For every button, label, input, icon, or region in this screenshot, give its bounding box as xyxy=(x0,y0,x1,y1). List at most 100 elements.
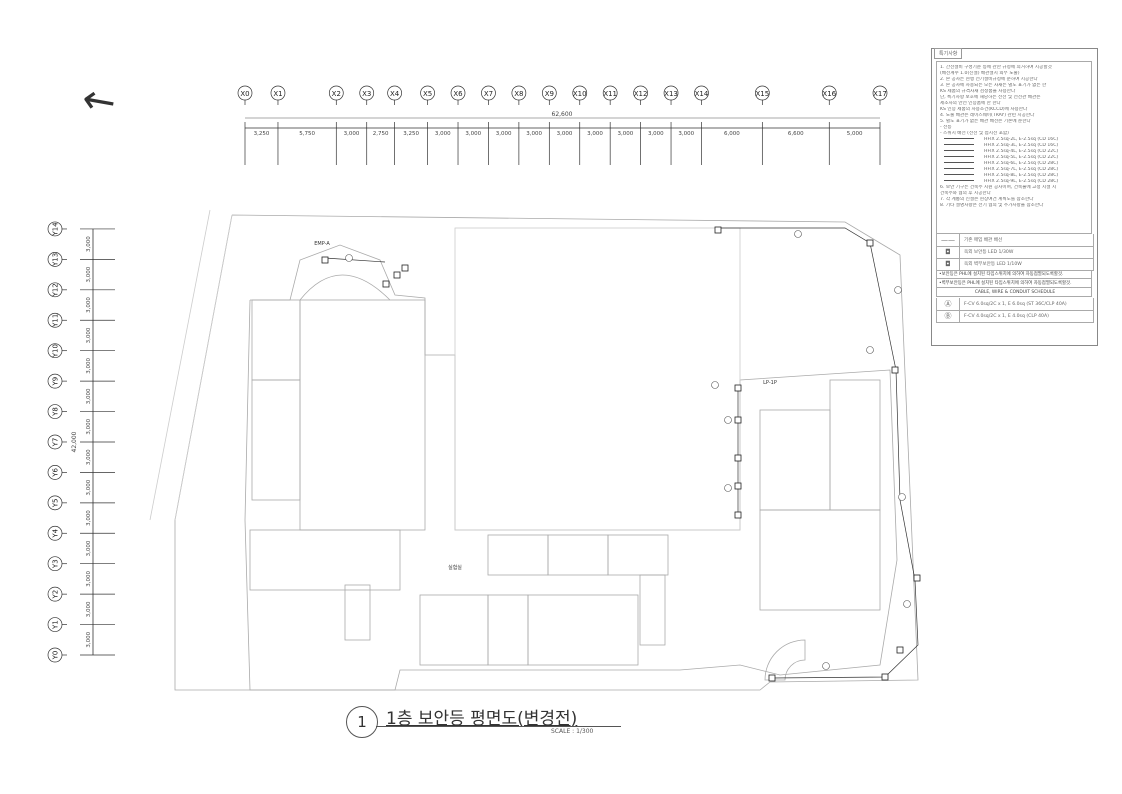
panel-tag: LP-1P xyxy=(763,380,777,386)
circuit-tag-icon xyxy=(898,493,906,501)
y-grid-label: Y14 xyxy=(52,222,60,237)
security-light-icon xyxy=(913,574,921,582)
y-grid-label: Y7 xyxy=(52,438,60,448)
drawing-scale: SCALE : 1/300 xyxy=(551,728,594,735)
security-light-icon xyxy=(321,256,329,264)
x-spacing-label: 3,000 xyxy=(648,131,664,137)
title-underline xyxy=(376,726,621,727)
x-grid-label: X17 xyxy=(873,90,887,98)
wire-legend-item: HFIX 2.5sq-6L, E-2.5sq (CD 28C) xyxy=(940,161,1088,167)
circuit-tag-icon xyxy=(724,416,732,424)
security-light-icon xyxy=(896,646,904,654)
wire-line-symbol xyxy=(944,144,974,145)
x-grid-label: X6 xyxy=(453,90,463,98)
drawing-title: 1층 보안등 평면도(변경전) xyxy=(386,709,578,729)
room-label: 실험실 xyxy=(448,564,462,571)
wire-line-symbol xyxy=(944,168,974,169)
y-spacing-label: 3,000 xyxy=(86,418,92,434)
legend-note: 6. 보안 기구는 건축주 지원 공사이며, 건축물에 고정 시설 시 xyxy=(940,185,1057,190)
x-spacing-label: 5,750 xyxy=(299,131,315,137)
security-light-icon xyxy=(734,482,742,490)
circuit-tag-icon xyxy=(794,230,802,238)
legend-note: 2. 본 공사는 현행 전기설비규정에 준하여 시공한다 xyxy=(940,77,1038,82)
y-grid-label: Y0 xyxy=(52,651,60,661)
security-light-icon xyxy=(382,280,390,288)
room-e2 xyxy=(829,379,881,511)
x-grid-label: X2 xyxy=(332,90,341,98)
room-e3 xyxy=(759,509,881,611)
y-grid-label: Y13 xyxy=(52,253,60,267)
legend-notes: 1. 간선설비 구성기준 등에 관한 규정에 의거하여 시공할것 (배선계수 1… xyxy=(936,61,1092,234)
wire-spec: HFIX 2.5sq-2L, E-2.5sq (CD 16C) xyxy=(984,137,1059,142)
x-spacing-label: 3,250 xyxy=(403,131,419,137)
spiral-stair xyxy=(764,639,806,681)
y-spacing-label: 3,000 xyxy=(86,631,92,647)
x-grid-label: X15 xyxy=(755,90,769,98)
y-spacing-label: 3,000 xyxy=(86,510,92,526)
wire-line-symbol xyxy=(944,150,974,151)
wire-legend-item: HFIX 2.5sq-5L, E-2.5sq (CD 22C) xyxy=(940,155,1088,161)
main-hall xyxy=(299,299,426,531)
symbol-legend-row: ◘옥외 보안등 LED 1/30W xyxy=(936,246,1094,259)
x-grid-label: X3 xyxy=(362,90,371,98)
legend-note: 3. 본 공사에 사용되는 모든 자재는 별도 표기가 없는 한 xyxy=(940,83,1047,88)
room-s1 xyxy=(487,534,549,576)
wire-legend-item: HFIX 2.5sq-8L, E-2.5sq (CD 28C) xyxy=(940,173,1088,179)
panel-tag: EMP-A xyxy=(314,241,330,247)
wire-legend-item: HFIX 2.5sq-9L, E-2.5sq (CD 28C) xyxy=(940,179,1088,185)
x-spacing-label: 3,000 xyxy=(557,131,573,137)
x-spacing-label: 3,000 xyxy=(435,131,451,137)
y-spacing-label: 3,000 xyxy=(86,479,92,495)
y-spacing-label: 3,000 xyxy=(86,236,92,252)
security-light-circuit xyxy=(324,227,919,679)
circuit-tag-icon: Ⓐ xyxy=(937,298,960,310)
light-symbol-icon: ◘ xyxy=(937,258,960,270)
x-grid-label: X7 xyxy=(484,90,493,98)
x-grid-label: X5 xyxy=(423,90,432,98)
y-grid-label: Y4 xyxy=(52,528,60,538)
wire-line-symbol xyxy=(944,162,974,163)
room-left-1 xyxy=(251,299,301,381)
courtyard xyxy=(454,227,741,531)
symbol-legend-row: ——기존 매입 배관 배선 xyxy=(936,234,1094,247)
room-s2 xyxy=(547,534,609,576)
y-spacing-label: 3,000 xyxy=(86,327,92,343)
x-grid-label: X8 xyxy=(514,90,523,98)
circuit-tag-icon xyxy=(345,254,353,262)
site-boundary xyxy=(174,214,919,691)
x-spacing-label: 3,000 xyxy=(587,131,603,137)
x-grid-label: X9 xyxy=(545,90,554,98)
x-spacing-label: 3,000 xyxy=(526,131,542,137)
x-grid-label: X10 xyxy=(573,90,587,98)
drawing-number: 1 xyxy=(346,706,378,738)
wire-spec: HFIX 2.5sq-7L, E-2.5sq (CD 28C) xyxy=(984,167,1059,172)
room-s5 xyxy=(487,594,529,666)
x-spacing-label: 3,000 xyxy=(344,131,360,137)
wire-spec: HFIX 2.5sq-4L, E-2.5sq (CD 22C) xyxy=(984,149,1059,154)
legend-note: KS 인증 제품의 사용조건(KCCD)에 사용한다 xyxy=(940,107,1028,112)
security-light-icon xyxy=(734,454,742,462)
room-left-2 xyxy=(251,379,301,501)
wire-line-symbol xyxy=(944,138,974,139)
symbol-description: 옥외 보안등 LED 1/30W xyxy=(964,250,1014,255)
x-spacing-label: 2,750 xyxy=(373,131,389,137)
stairs-1 xyxy=(344,584,371,641)
x-spacing-label: 3,000 xyxy=(678,131,694,137)
wire-spec: HFIX 2.5sq-5L, E-2.5sq (CD 22C) xyxy=(984,155,1059,160)
legend-note: 제조사의 안전 인증품에 한 한다 xyxy=(940,101,1001,106)
circuit-tag-icon: Ⓑ xyxy=(937,310,960,322)
y-spacing-label: 3,000 xyxy=(86,297,92,313)
y-grid-axis: 42,000Y0Y1Y2Y3Y4Y5Y6Y7Y8Y9Y10Y11Y12Y13Y1… xyxy=(47,221,115,663)
legend-note: 건축주와 협의 후 시공한다 xyxy=(940,191,991,196)
circuit-tag-icon xyxy=(894,286,902,294)
y-spacing-label: 3,000 xyxy=(86,358,92,374)
y-spacing-label: 3,000 xyxy=(86,266,92,282)
room-s3 xyxy=(607,534,669,576)
legend-note: 7. 각 계통의 신설은 현장여건 계획도를 참조한다 xyxy=(940,197,1034,202)
x-grid-label: X1 xyxy=(273,90,282,98)
legend-remark: •보안등은 PHL에 설치된 타임스위치에 의하여 자동점멸되도록할것. xyxy=(936,270,1092,279)
legend-note: 1. 간선설비 구성기준 등에 관한 규정에 의거하여 시공할것 xyxy=(940,65,1052,70)
x-spacing-label: 3,000 xyxy=(618,131,634,137)
